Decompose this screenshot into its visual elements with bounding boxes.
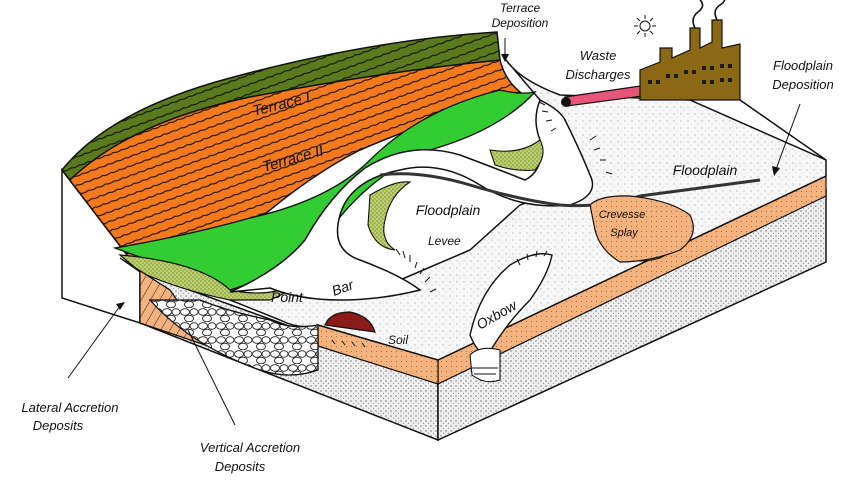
label-bar: Bar [330, 276, 357, 299]
pebble-deposits [148, 299, 319, 376]
label-levee: Levee [428, 234, 461, 248]
factory-icon [639, 19, 741, 101]
soil-patch [324, 311, 376, 333]
levee-bank-1 [367, 181, 412, 251]
label-floodplain-right: Floodplain [673, 162, 738, 178]
leader-lines [67, 38, 801, 426]
label-soil: Soil [388, 333, 408, 347]
label-waste-2: Discharges [565, 67, 631, 82]
soil-roots [331, 339, 366, 348]
label-floodplain-deposition-2: Deposition [772, 77, 833, 92]
label-point: Point [271, 289, 304, 305]
label-lateral-2: Deposits [33, 418, 84, 433]
crevasse-splay [589, 195, 694, 263]
label-crevasse-2: Splay [610, 227, 639, 239]
smoke-icon [692, 0, 726, 29]
label-vertical-2: Deposits [215, 459, 266, 474]
label-terrace-deposition-2: Deposition [492, 16, 549, 30]
label-waste-1: Waste [580, 48, 617, 63]
arrowheads [116, 54, 780, 310]
sun-icon [634, 15, 656, 37]
label-crevasse-1: Crevesse [599, 209, 645, 221]
label-vertical-1: Vertical Accretion [200, 440, 300, 455]
label-lateral-1: Lateral Accretion [21, 400, 118, 415]
terrace-i [61, 31, 501, 182]
vegetation-tufts [395, 101, 613, 293]
label-terrace-deposition-1: Terrace [500, 1, 541, 15]
outfall-icon [561, 97, 571, 107]
label-floodplain-center: Floodplain [416, 202, 481, 218]
levee-bank-2 [489, 139, 544, 171]
oxbow-fill [469, 347, 501, 383]
river-waterline [379, 172, 761, 208]
label-floodplain-deposition-1: Floodplain [773, 58, 833, 73]
